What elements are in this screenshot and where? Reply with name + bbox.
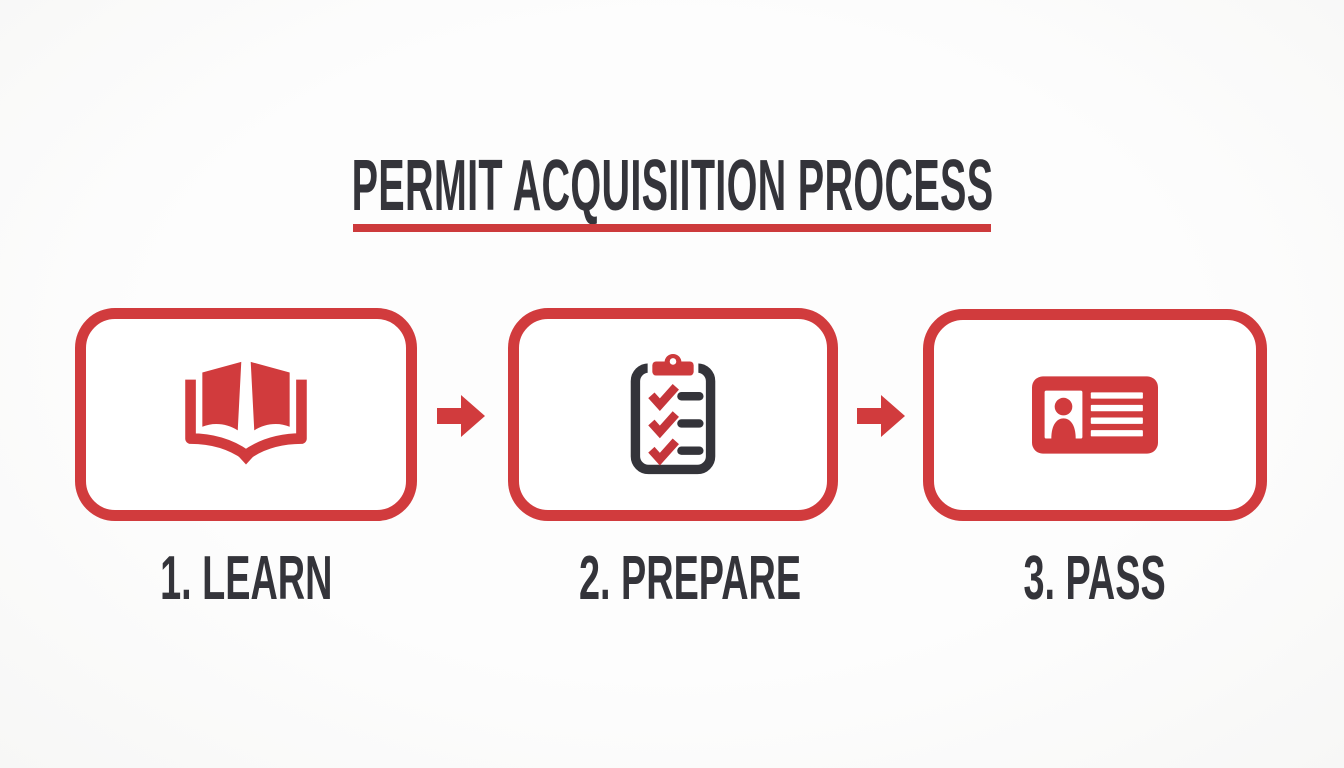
step-label-text: 2. PREPARE [578,544,802,613]
step-card-pass [923,309,1267,521]
arrow-right-icon [437,395,485,437]
checklist-clipboard-icon [630,352,716,474]
step-label-text: 3. PASS [1023,544,1167,613]
step-label-learn: 1. LEARN [75,548,417,610]
title-block: PERMIT ACQUISIITION PROCESS [0,146,1344,232]
step-label-pass: 3. PASS [923,548,1267,610]
step-card-prepare [508,308,838,521]
step-label-prepare: 2. PREPARE [508,548,838,610]
page-title: PERMIT ACQUISIITION PROCESS [351,146,993,226]
step-label-text: 1. LEARN [159,544,333,613]
arrow-right-icon [857,395,905,437]
title-underline [353,224,991,232]
id-card-icon [1032,376,1158,454]
step-card-learn [75,308,417,521]
open-book-icon [185,361,307,465]
